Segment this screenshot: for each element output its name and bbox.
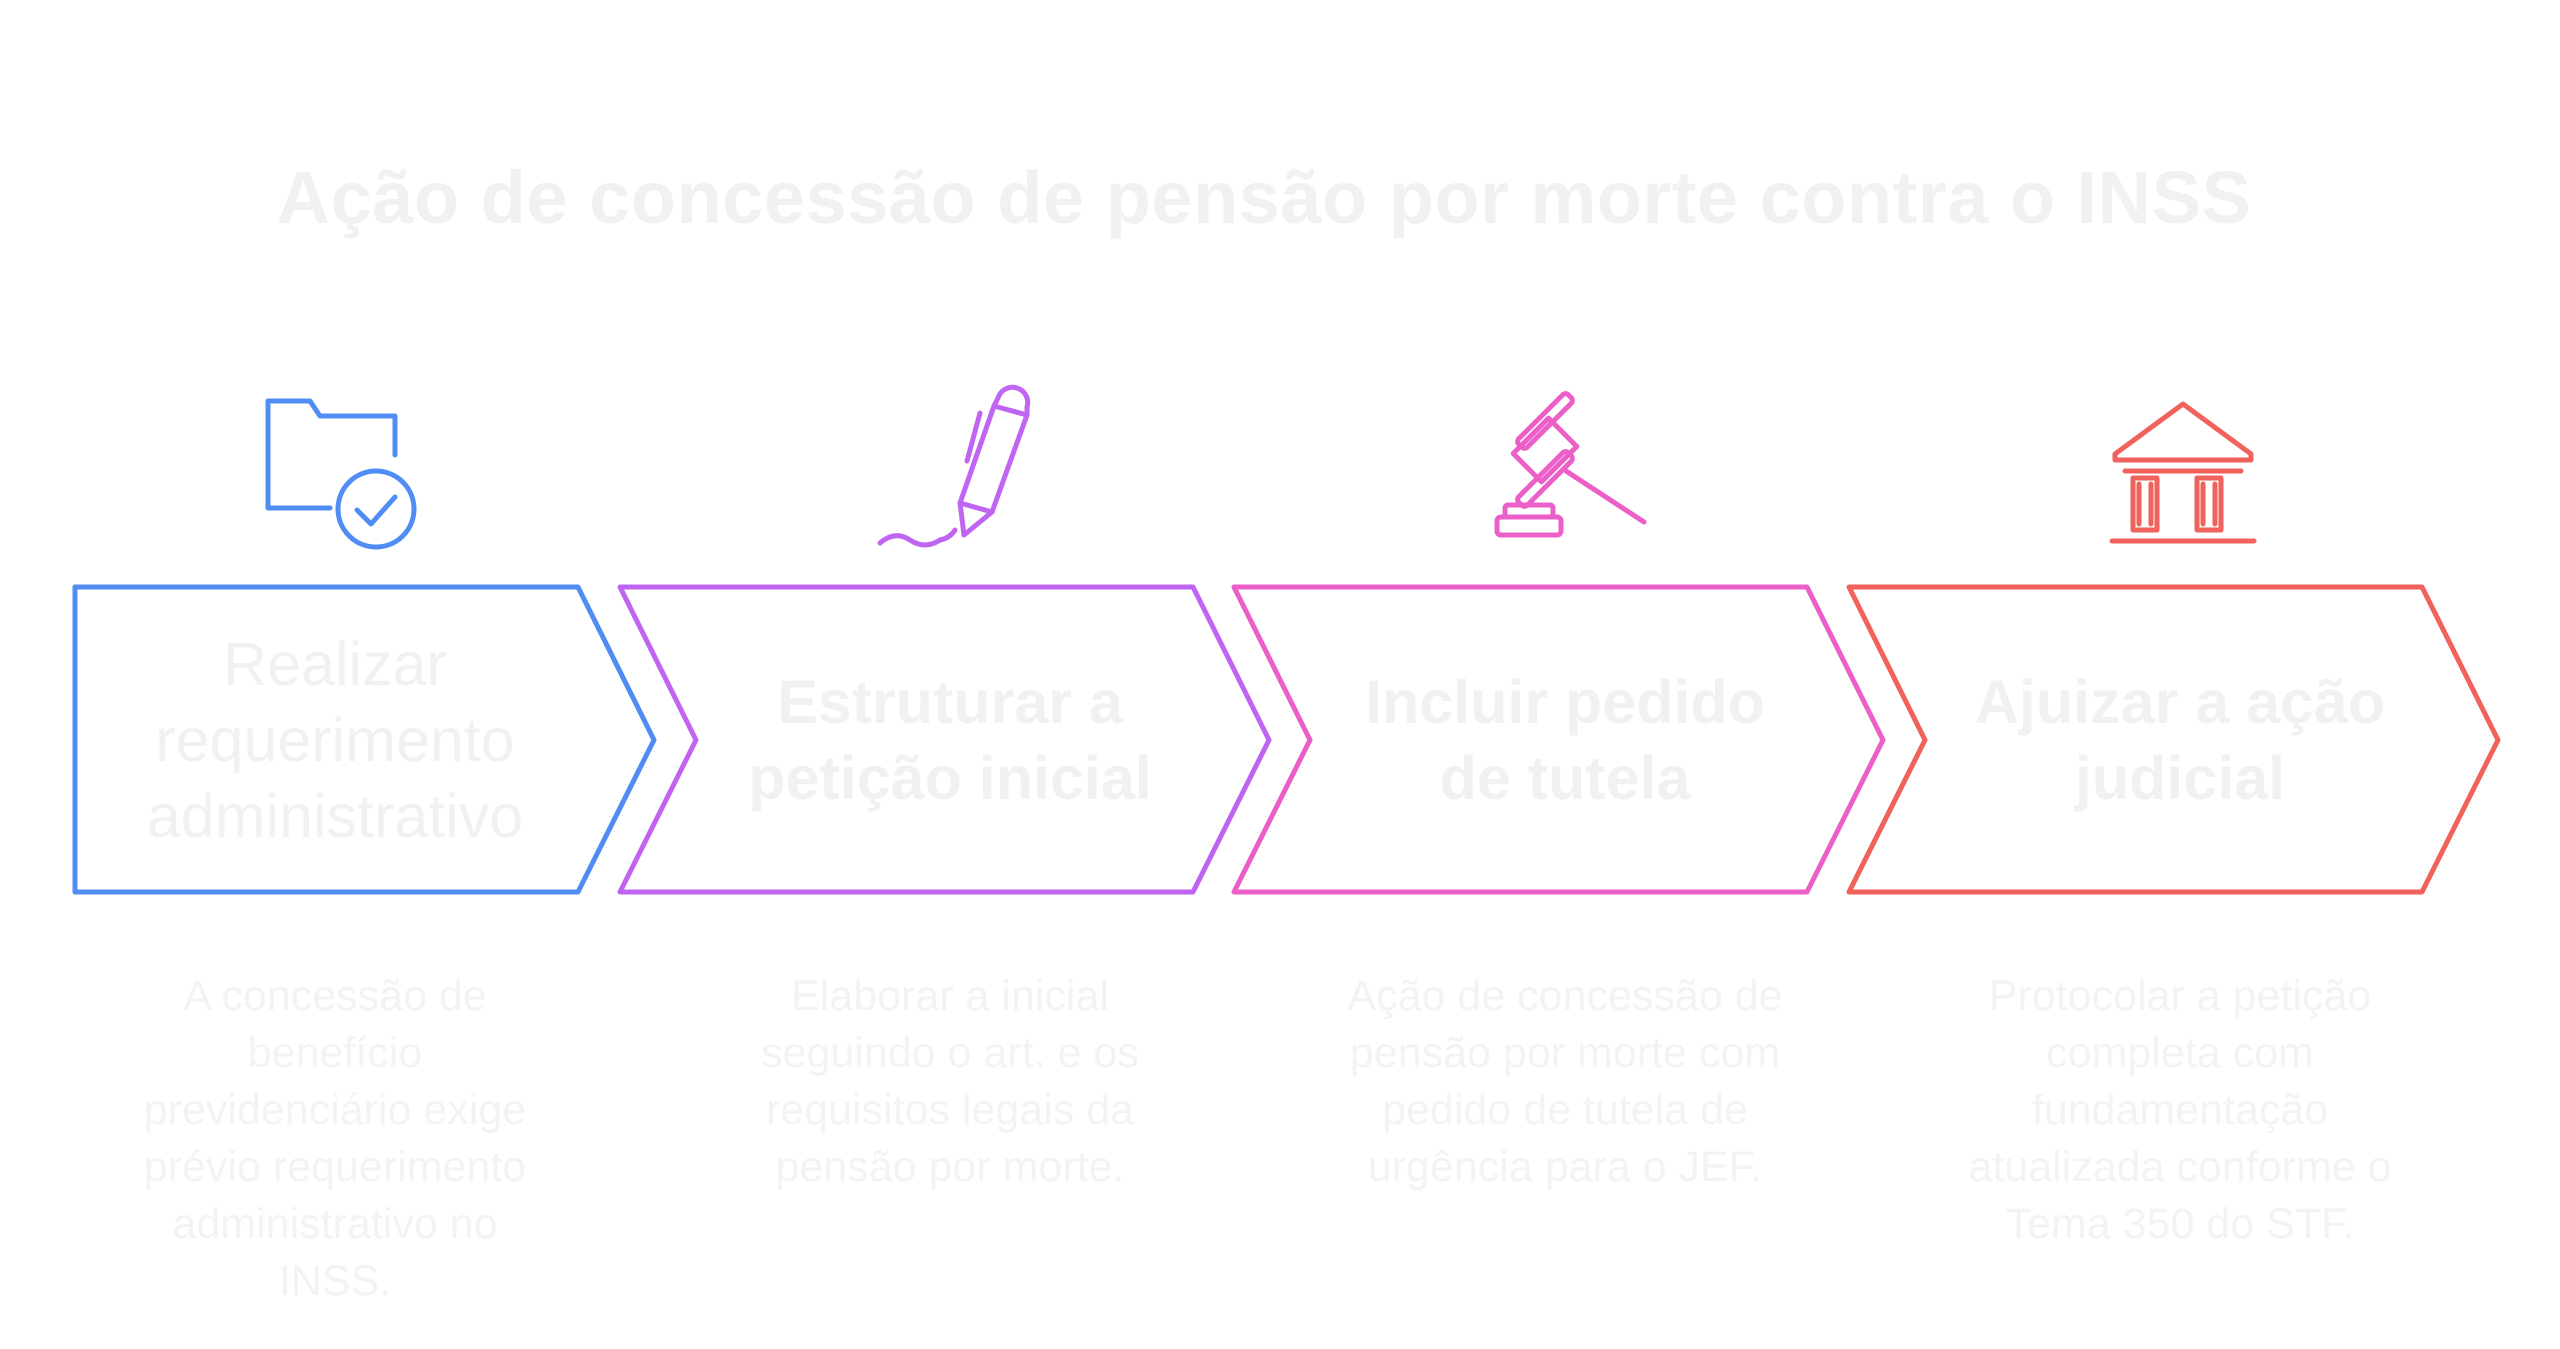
pen-signature-icon <box>877 384 1031 548</box>
step-3-chevron <box>1231 584 1886 895</box>
step-2-label: Estruturar a petição inicial <box>748 668 1152 812</box>
diagram-title: Ação de concessão de pensão por morte co… <box>276 156 2252 239</box>
step-3 <box>1231 391 1886 895</box>
step-4-description: Protocolar a petição completa com fundam… <box>1968 972 2392 1248</box>
step-4-chevron <box>1846 584 2501 895</box>
step-2-description: Elaborar a inicial seguindo o art. e os … <box>761 972 1139 1191</box>
step-1-chevron <box>72 584 657 895</box>
step-3-description: Ação de concessão de pensão por morte co… <box>1347 972 1783 1191</box>
gavel-icon <box>1494 391 1647 538</box>
folder-check-icon <box>265 398 417 550</box>
step-4 <box>1846 401 2501 895</box>
step-1 <box>72 398 657 895</box>
step-1-description: A concessão de benefício previdenciário … <box>143 972 527 1305</box>
step-3-label: Incluir pedido de tutela <box>1365 668 1765 812</box>
step-4-label: Ajuizar a ação judicial <box>1974 668 2386 812</box>
step-2-chevron <box>617 584 1272 895</box>
step-2 <box>617 384 1272 895</box>
step-1-label: Realizar requerimento administrativo <box>146 630 524 850</box>
courthouse-icon <box>2109 401 2257 544</box>
